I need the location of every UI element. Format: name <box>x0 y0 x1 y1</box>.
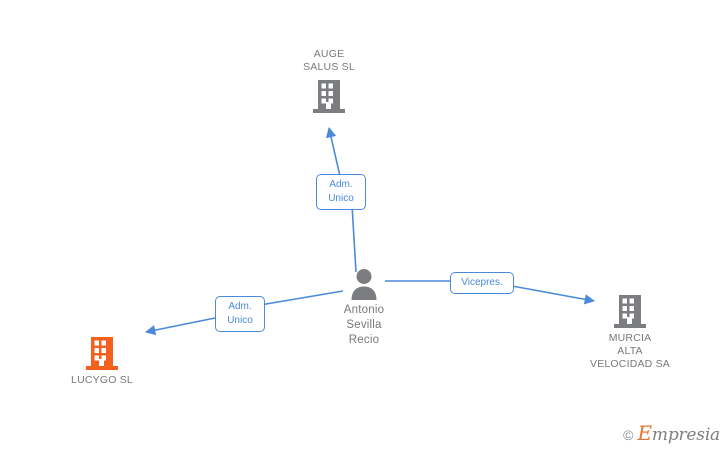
empresia-logo-rest: mpresia <box>651 425 720 445</box>
empresia-watermark: © Empresia <box>623 423 721 445</box>
copyright-icon: © <box>623 426 634 443</box>
building-icon <box>254 78 404 114</box>
node-auge-salus[interactable]: AUGE SALUS SL <box>254 48 404 114</box>
node-lucygo[interactable]: LUCYGO SL <box>27 335 177 387</box>
node-label-lucygo: LUCYGO SL <box>71 374 133 386</box>
node-label-auge-salus: AUGE SALUS SL <box>303 48 355 73</box>
building-icon <box>555 293 705 329</box>
person-icon <box>289 268 439 300</box>
node-murcia-alta-velocidad[interactable]: MURCIA ALTA VELOCIDAD SA <box>555 293 705 371</box>
building-icon <box>27 335 177 371</box>
node-label-antonio-sevilla-recio: Antonio Sevilla Recio <box>343 304 385 346</box>
node-label-murcia-alta-velocidad: MURCIA ALTA VELOCIDAD SA <box>589 332 670 370</box>
node-antonio-sevilla-recio[interactable]: Antonio Sevilla Recio <box>289 268 439 348</box>
relation-badge-vicepres-murcia[interactable]: Vicepres. <box>450 272 514 294</box>
relation-badge-adm-unico-lucygo[interactable]: Adm. Unico <box>215 296 265 332</box>
empresia-logo-capital: E <box>637 421 653 445</box>
empresia-logo-text: Empresia <box>638 423 721 445</box>
relation-badge-adm-unico-auge-salus[interactable]: Adm. Unico <box>316 174 366 210</box>
